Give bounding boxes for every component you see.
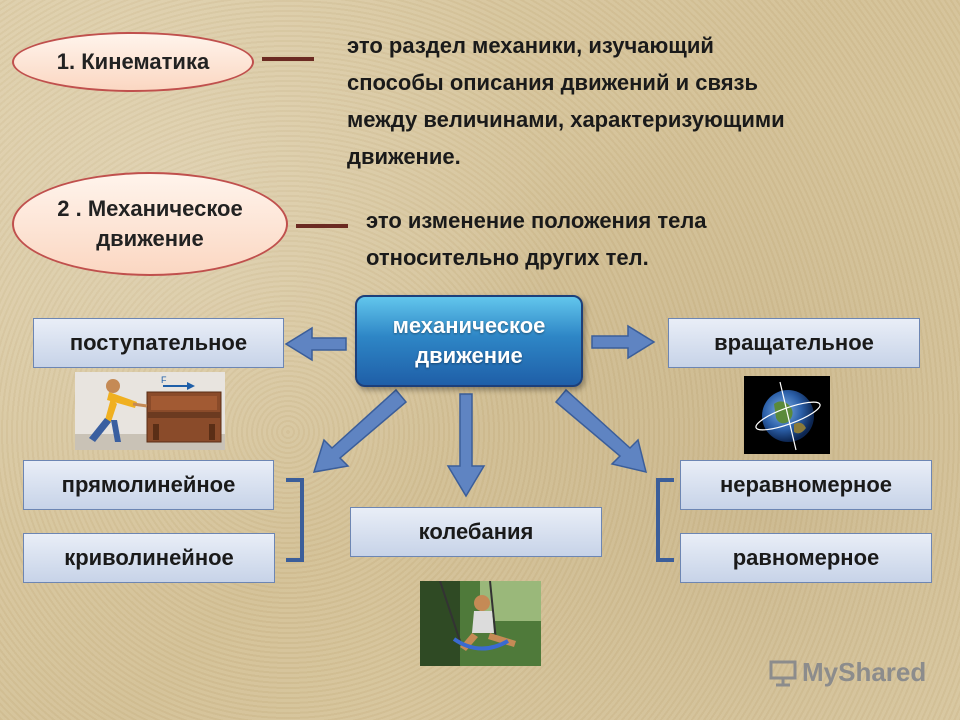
box-nonuniform: неравномерное [680, 460, 932, 510]
presentation-icon [769, 660, 797, 686]
box-oscillations: колебания [350, 507, 602, 557]
center-line: движение [415, 343, 523, 368]
arrow-down-icon [446, 393, 486, 498]
bracket-right [656, 478, 674, 562]
dash-connector-2 [296, 224, 348, 228]
center-line: механическое [392, 313, 546, 338]
term-mechanical-motion-line: движение [96, 226, 204, 251]
definition-line: движение. [347, 144, 461, 169]
bracket-left [286, 478, 304, 562]
box-rectilinear: прямолинейное [23, 460, 274, 510]
watermark: MyShared [768, 657, 926, 688]
definition-line: относительно других тел. [366, 245, 649, 270]
box-rotational: вращательное [668, 318, 920, 368]
force-label: F [161, 375, 167, 385]
definition-kinematics: это раздел механики, изучающий способы о… [347, 27, 947, 175]
definition-line: это раздел механики, изучающий [347, 33, 714, 58]
term-kinematics: 1. Кинематика [12, 32, 254, 92]
swing-image [420, 581, 541, 666]
arrow-down-right-icon [554, 388, 648, 474]
dash-connector-1 [262, 57, 314, 61]
definition-line: способы описания движений и связь [347, 70, 758, 95]
box-uniform-label: равномерное [732, 545, 880, 570]
term-mechanical-motion-line: 2 . Механическое [57, 196, 243, 221]
term-mechanical-motion: 2 . Механическое движение [12, 172, 288, 276]
arrow-right-icon [591, 324, 656, 360]
arrow-left-icon [284, 326, 347, 362]
definition-line: между величинами, характеризующими [347, 107, 785, 132]
box-rectilinear-label: прямолинейное [61, 472, 236, 497]
rotating-earth-image [744, 376, 830, 454]
piano-push-image: F [75, 372, 225, 450]
definition-mechanical-motion: это изменение положения тела относительн… [366, 202, 926, 276]
box-translational-label: поступательное [69, 330, 248, 355]
box-nonuniform-label: неравномерное [719, 472, 893, 497]
box-curvilinear-label: криволинейное [64, 545, 234, 570]
watermark-text: MyShared [802, 657, 927, 687]
definition-line: это изменение положения тела [366, 208, 707, 233]
box-rotational-label: вращательное [714, 330, 874, 355]
box-uniform: равномерное [680, 533, 932, 583]
mechanical-motion-center: механическое движение [355, 295, 583, 387]
box-translational: поступательное [33, 318, 284, 368]
box-curvilinear: криволинейное [23, 533, 275, 583]
term-kinematics-label: 1. Кинематика [56, 49, 210, 74]
box-oscillations-label: колебания [418, 519, 534, 544]
arrow-down-left-icon [312, 388, 408, 473]
